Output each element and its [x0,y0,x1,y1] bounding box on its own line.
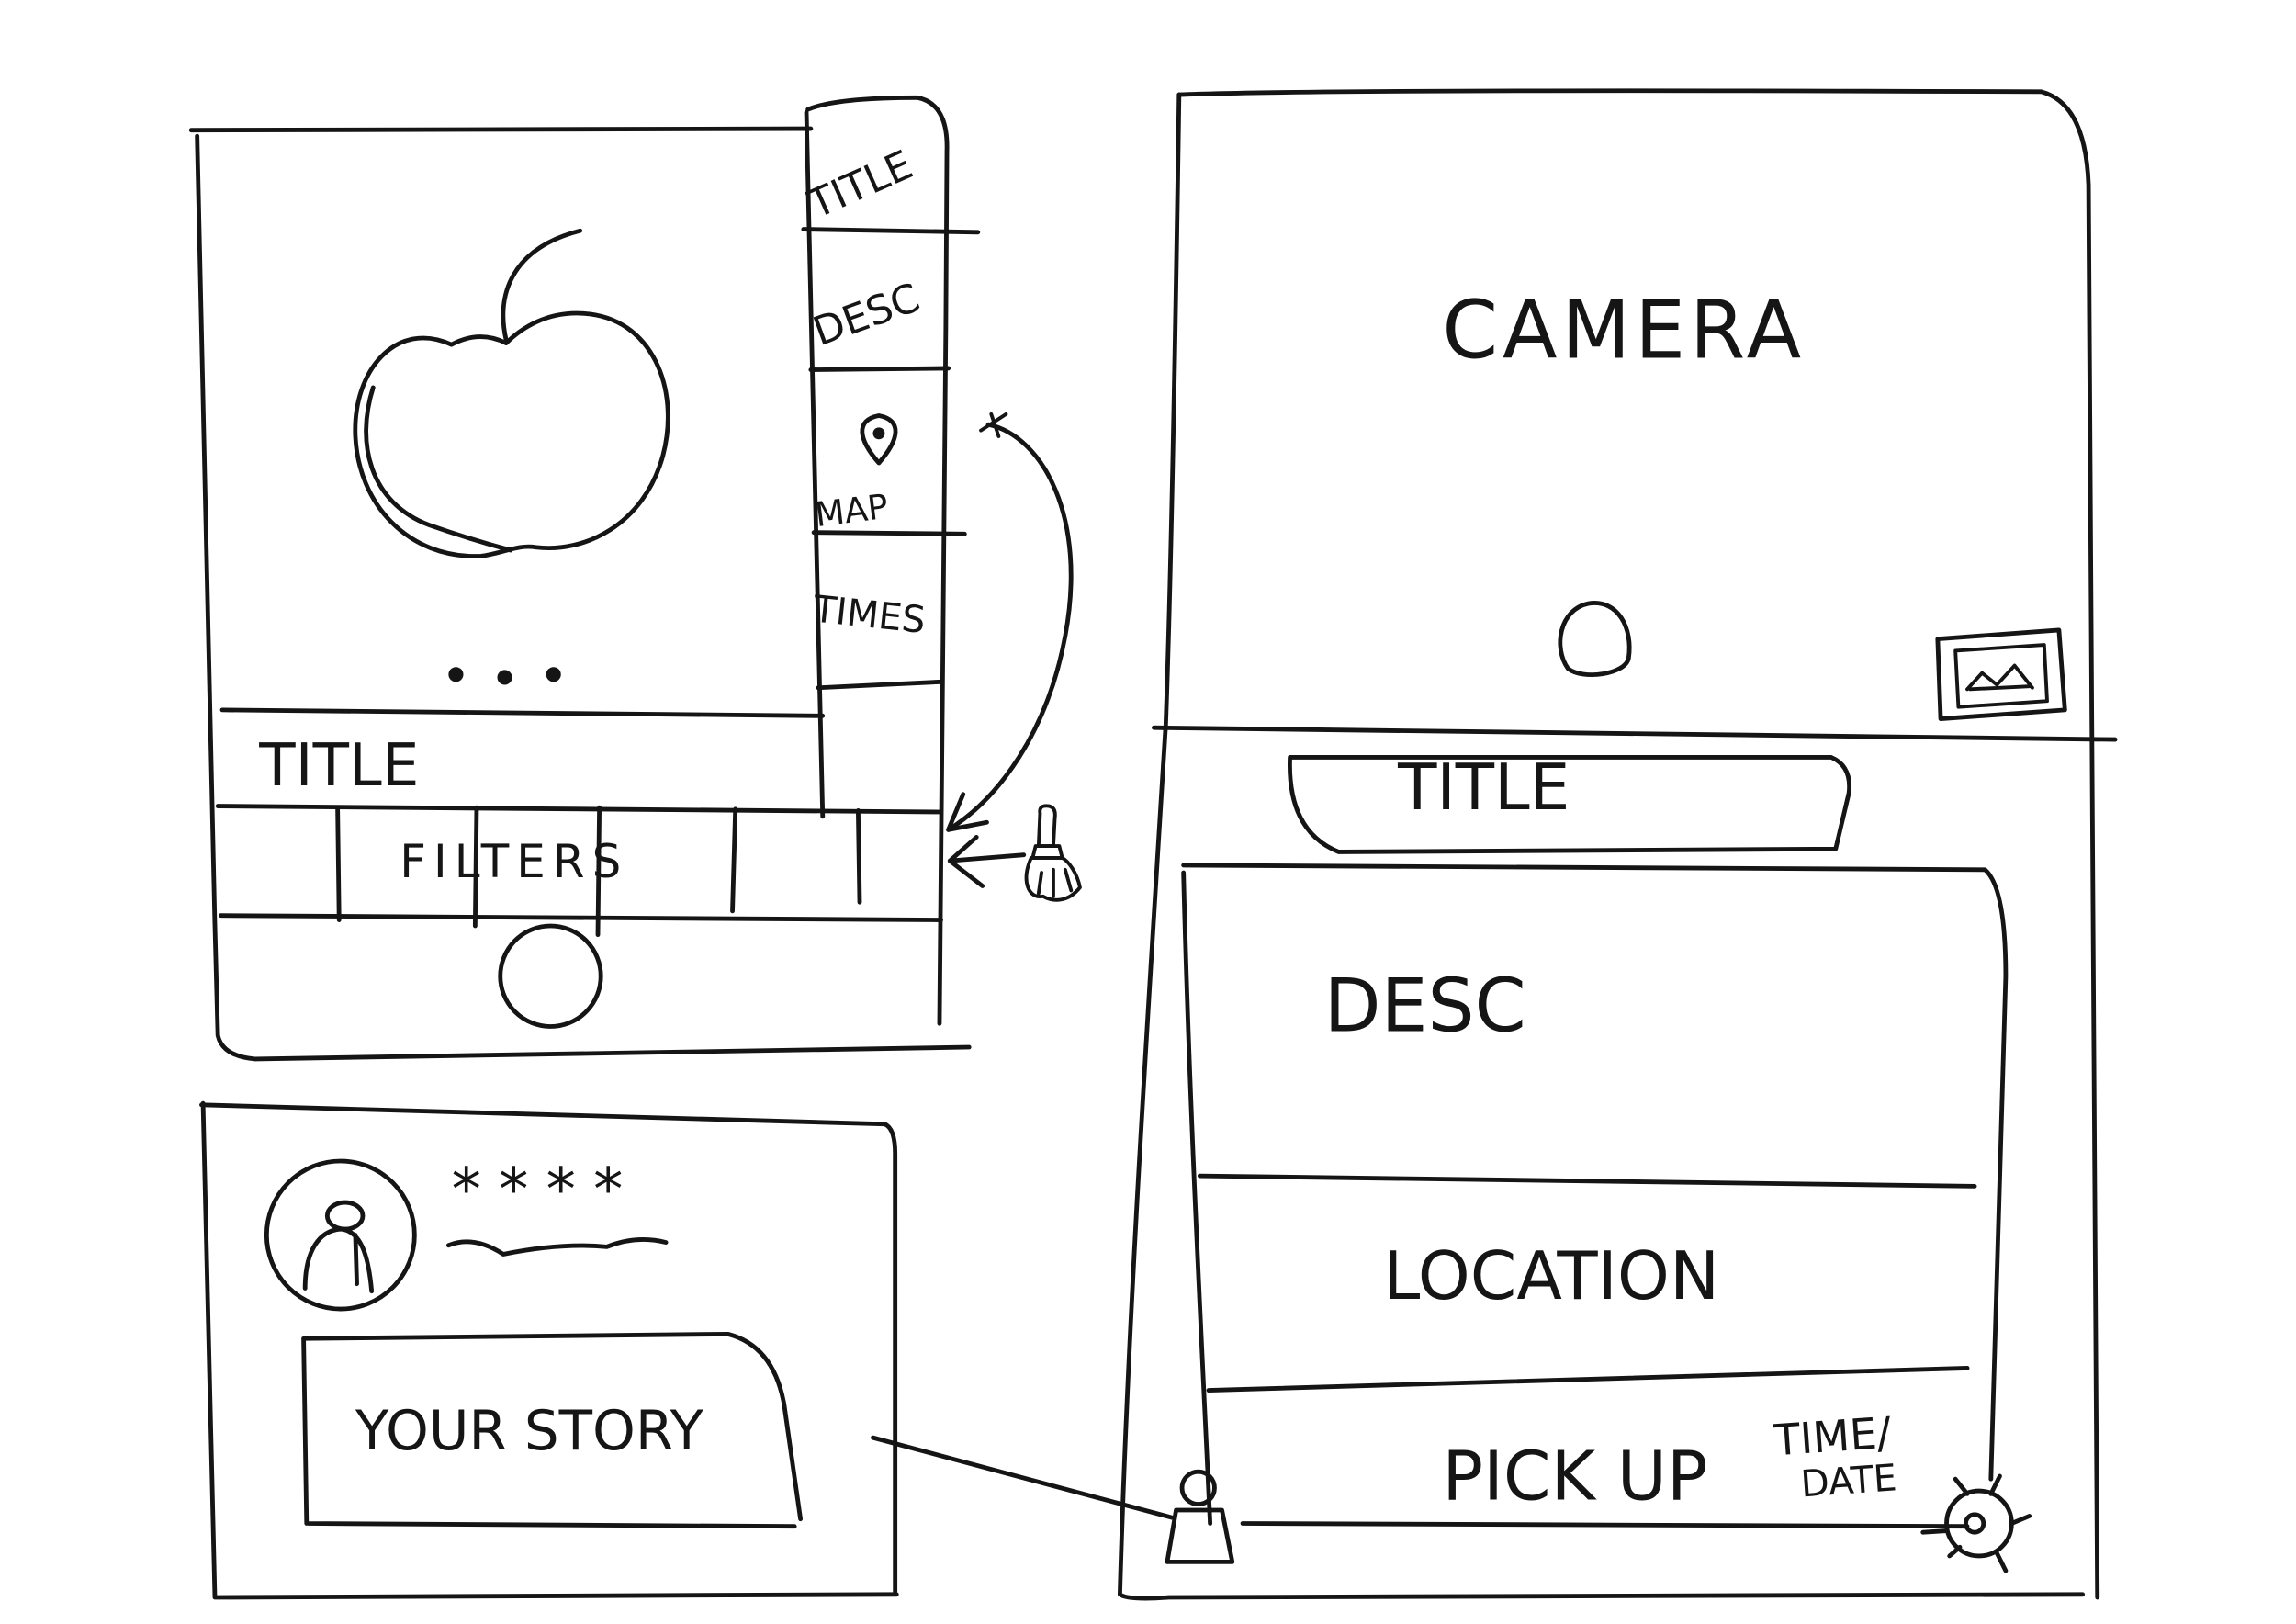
story-label: YOUR STORY [355,1400,704,1463]
location-field-placeholder: LOCATION [1383,1238,1719,1315]
avatar-body [302,1226,375,1294]
arrow-tail-mark [979,412,1008,438]
navigation-arrows [946,412,1074,888]
create-frame-top-right [1176,88,2100,1600]
arrow-head [946,792,989,832]
filter-cell-divider [595,805,602,938]
editor-screen: TITLE DESC MAP TIMES [188,95,981,1062]
location-field[interactable]: LOCATION [1383,1238,1719,1315]
apple-stem [501,228,583,343]
pickup-underline [1240,1521,1970,1529]
dot [546,667,561,682]
form-left-edge [1181,870,1213,1526]
gallery-inner-frame [1953,643,2049,709]
desc-field-placeholder: DESC [1324,962,1526,1048]
user-icon-head [1179,1469,1217,1506]
sidebar-item-times[interactable]: TIMES [810,588,927,642]
bug-icon-legs [1920,1473,2032,1573]
user-icon-body [1165,1507,1235,1564]
sidebar-item-label: DESC [807,275,926,355]
gallery-image-scribble [1965,663,2034,692]
editor-sidebar: TITLE DESC MAP TIMES [801,95,981,1026]
pickup-date-label: DATE [1799,1457,1898,1506]
avatar-circle [264,1158,417,1312]
create-frame-left-bottom [1117,92,2086,1601]
apple-icon [353,228,670,558]
filters-row-top-divider [215,804,943,815]
sidebar-item-title[interactable]: TITLE [802,142,920,229]
desc-field[interactable]: DESC [1324,962,1526,1048]
bug-icon-eye [1964,1512,1986,1535]
title-label: TITLE [258,731,419,800]
username-scribble [445,1237,669,1257]
brush-bristle-lines [1036,867,1074,898]
title-field[interactable]: TITLE [258,731,419,800]
location-pickup-divider [1206,1366,1970,1393]
filter-cell-divider [730,806,738,914]
apple-overlap-stroke [364,385,513,553]
dot [448,667,464,682]
user-icon[interactable] [1165,1469,1235,1564]
rating-stars: **** [452,1156,641,1224]
sidebar-divider [808,366,951,372]
sidebar-right-edge [805,95,950,1026]
sidebar-toggle-arrow [946,422,1074,832]
shutter-button-icon[interactable] [498,923,603,1029]
pickup-time-field[interactable]: PICK UP TIME/ DATE [1442,1409,1897,1517]
story-card-frame [200,1100,899,1600]
filter-cell-divider [335,805,342,922]
shutter-button-icon[interactable] [1558,601,1632,677]
bug-icon-body [1944,1488,2014,1559]
desc-location-divider [1197,1173,1977,1189]
sidebar-item-label: MAP [813,487,890,535]
brush-bristles [1024,855,1082,902]
filter-cell-divider [472,805,479,929]
filter-cell-divider [855,807,862,905]
gallery-frame [1935,627,2067,721]
sidebar-divider [816,679,943,691]
sidebar-divider [801,227,981,235]
filters-row-bottom-divider [218,913,943,922]
sidebar-left-edge [804,109,826,819]
story-button[interactable]: YOUR STORY [301,1331,804,1529]
camera-viewfinder[interactable]: CAMERA [1442,284,1805,378]
map-pin-dot [872,427,885,440]
filters-arrow [947,834,1027,888]
title-row-top-divider [219,707,826,718]
editor-frame-left-edge [195,133,972,1062]
pickup-time-label: TIME/ [1772,1409,1894,1467]
filters-label: FILTERS [400,835,628,888]
create-screen: CAMERA TITLE DESC LOCATION PICK UP TIME/… [1117,88,2118,1601]
map-pin-shape [860,413,898,466]
filters-strip[interactable]: FILTERS [335,805,862,938]
story-box-outline [301,1331,804,1529]
map-pin-icon [860,413,898,466]
user-avatar-icon[interactable] [264,1158,417,1312]
apple-body [353,310,670,558]
sidebar-item-label: TITLE [802,142,920,229]
form-top-right-edge [1181,863,2009,1482]
editor-frame-top-edge [188,126,814,133]
story-card-frame [199,1102,898,1594]
gallery-icon[interactable] [1935,627,2067,721]
sidebar-item-label: TIMES [810,588,927,642]
story-card: **** YOUR STORY [199,1100,899,1600]
camera-label: CAMERA [1442,284,1805,378]
bug-icon[interactable] [1920,1473,2032,1573]
camera-divider [1152,725,2118,742]
paintbrush-icon [1024,804,1082,902]
pickup-label: PICK UP [1442,1438,1707,1517]
brush-handle [1036,804,1057,848]
title-field-outline [1288,755,1852,854]
title-field-placeholder: TITLE [1397,751,1570,825]
dot [497,670,512,685]
avatar-head [324,1200,366,1232]
sidebar-item-map[interactable]: MAP [813,413,898,535]
sidebar-item-desc[interactable]: DESC [807,275,926,355]
more-dots-icon[interactable] [448,667,561,685]
title-field[interactable]: TITLE [1288,751,1852,854]
sidebar-divider [811,530,967,536]
